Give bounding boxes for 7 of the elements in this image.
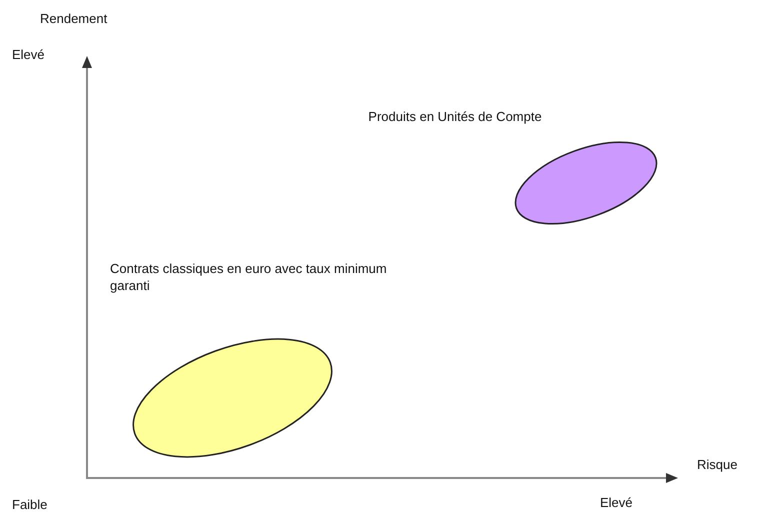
zone-label: Contrats classiques en euro avec taux minimum garanti bbox=[110, 260, 388, 294]
axis-tick-label: Elevé bbox=[12, 46, 45, 63]
axis-tick-label: Faible bbox=[12, 496, 48, 513]
zone-label: Produits en Unités de Compte bbox=[367, 108, 543, 125]
axis-title: Rendement bbox=[40, 10, 108, 27]
axis-tick-label: Elevé bbox=[600, 494, 633, 511]
axis-title: Risque bbox=[697, 456, 738, 473]
